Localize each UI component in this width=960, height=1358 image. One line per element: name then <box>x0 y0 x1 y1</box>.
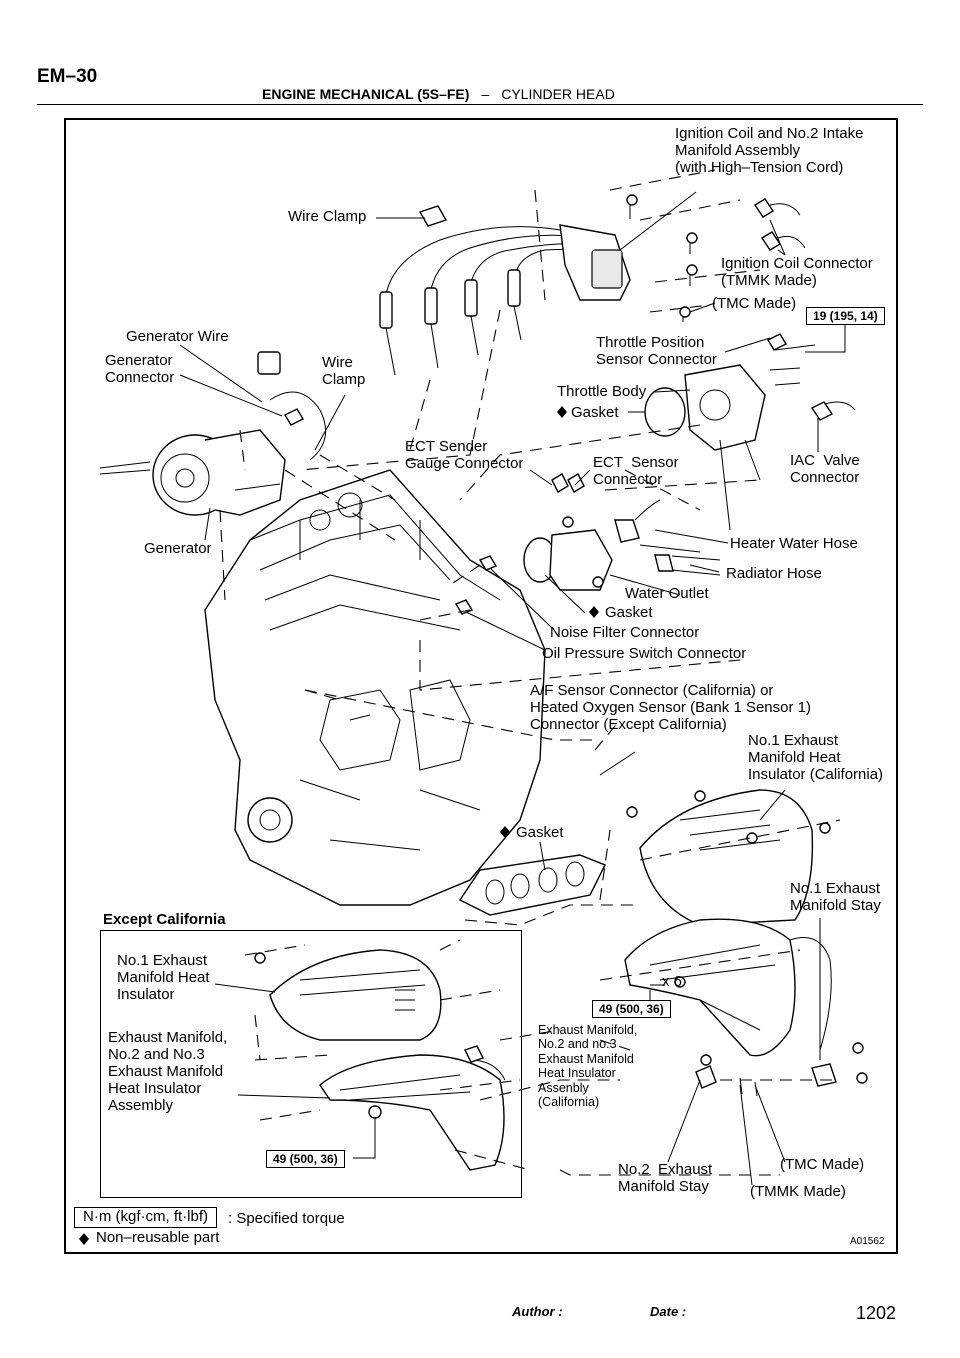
label-water-outlet: Water Outlet <box>625 585 709 602</box>
legend-nonreusable: Non–reusable part <box>96 1229 220 1246</box>
label-ect-sensor: ECT Sensor Connector <box>593 454 679 488</box>
label-wire-clamp-gen: Wire Clamp <box>322 354 366 388</box>
torque-throttle: 19 (195, 14) <box>806 307 885 326</box>
high-tension-cords <box>379 205 601 376</box>
header-separator: – <box>481 86 490 102</box>
exhaust-gasket-part <box>458 854 606 916</box>
label-x6: x 6 <box>662 973 683 990</box>
diamond-icon <box>79 406 599 1245</box>
label-throttle-position: Throttle Position Sensor Connector <box>596 334 717 368</box>
label-wire-clamp-top: Wire Clamp <box>288 208 367 225</box>
assembly-dash-lines <box>219 169 841 1176</box>
label-exhaust-assembly-cal: Exhaust Manifold, No.2 and no.3 Exhaust … <box>538 1023 638 1109</box>
label-iac-valve: IAC Valve Connector <box>790 452 860 486</box>
label-generator-connector: Generator Connector <box>105 352 175 386</box>
label-ect-sender: ECT Sender Gauge Connector <box>405 438 524 472</box>
footer-author: Author : <box>512 1304 563 1319</box>
except-california-frame <box>100 930 522 1198</box>
label-generator-wire: Generator Wire <box>126 328 229 345</box>
header-section: ENGINE MECHANICAL (5S–FE)–CYLINDER HEAD <box>262 86 615 103</box>
label-gasket-manifold: Gasket <box>516 824 564 841</box>
engine-block <box>204 469 546 906</box>
label-throttle-body: Throttle Body <box>557 383 647 400</box>
torque-manifold-cal: 49 (500, 36) <box>592 1000 671 1019</box>
figure-code: A01562 <box>850 1236 885 1247</box>
subsection-title: CYLINDER HEAD <box>501 86 615 102</box>
label-gasket-outlet: Gasket <box>605 604 653 621</box>
label-no1-stay: No.1 Exhaust Manifold Stay <box>790 880 881 914</box>
label-no1-insulator-cal: No.1 Exhaust Manifold Heat Insulator (Ca… <box>748 732 884 783</box>
label-oil-pressure: Oil Pressure Switch Connector <box>542 645 747 662</box>
label-radiator-hose: Radiator Hose <box>726 565 822 582</box>
label-ignition-coil: Ignition Coil and No.2 Intake Manifold A… <box>675 125 864 176</box>
legend-torque-box: N·m (kgf·cm, ft·lbf) <box>74 1207 217 1228</box>
leader-lines <box>179 191 846 1186</box>
label-generator: Generator <box>144 540 212 557</box>
label-tmc-made-bottom: (TMC Made) <box>780 1156 865 1173</box>
section-title: ENGINE MECHANICAL (5S–FE) <box>262 86 470 102</box>
label-af-sensor: A/F Sensor Connector (California) or Hea… <box>530 682 811 733</box>
label-tmmk-made-bottom: (TMMK Made) <box>750 1183 846 1200</box>
torque-manifold-except: 49 (500, 36) <box>266 1150 345 1169</box>
water-outlet-part <box>454 473 721 615</box>
label-except-california: Except California <box>103 911 226 928</box>
heat-insulator-california <box>626 789 831 926</box>
label-heater-hose: Heater Water Hose <box>730 535 858 552</box>
label-gasket-throttle: Gasket <box>571 404 619 421</box>
ignition-coil-assembly <box>559 194 806 322</box>
diagram-frame <box>64 118 898 1254</box>
label-tmc-made-top: (TMC Made) <box>712 295 797 312</box>
footer-date: Date : <box>650 1304 687 1319</box>
label-ignition-coil-connector: Ignition Coil Connector (TMMK Made) <box>721 255 873 289</box>
label-exhaust-assembly: Exhaust Manifold, No.2 and No.3 Exhaust … <box>108 1029 228 1114</box>
header-rule <box>37 104 923 105</box>
generator-part <box>99 351 327 516</box>
page-code: EM–30 <box>37 66 98 87</box>
except-california-parts <box>254 949 506 1171</box>
throttle-body-part <box>644 333 856 531</box>
label-noise-filter: Noise Filter Connector <box>550 624 700 641</box>
footer-page-number: 1202 <box>856 1303 897 1323</box>
exhaust-manifold-california <box>624 918 868 1097</box>
label-no1-insulator: No.1 Exhaust Manifold Heat Insulator <box>117 952 210 1003</box>
label-no2-stay: No.2 Exhaust Manifold Stay <box>618 1161 713 1195</box>
legend-torque-text: : Specified torque <box>228 1210 345 1227</box>
